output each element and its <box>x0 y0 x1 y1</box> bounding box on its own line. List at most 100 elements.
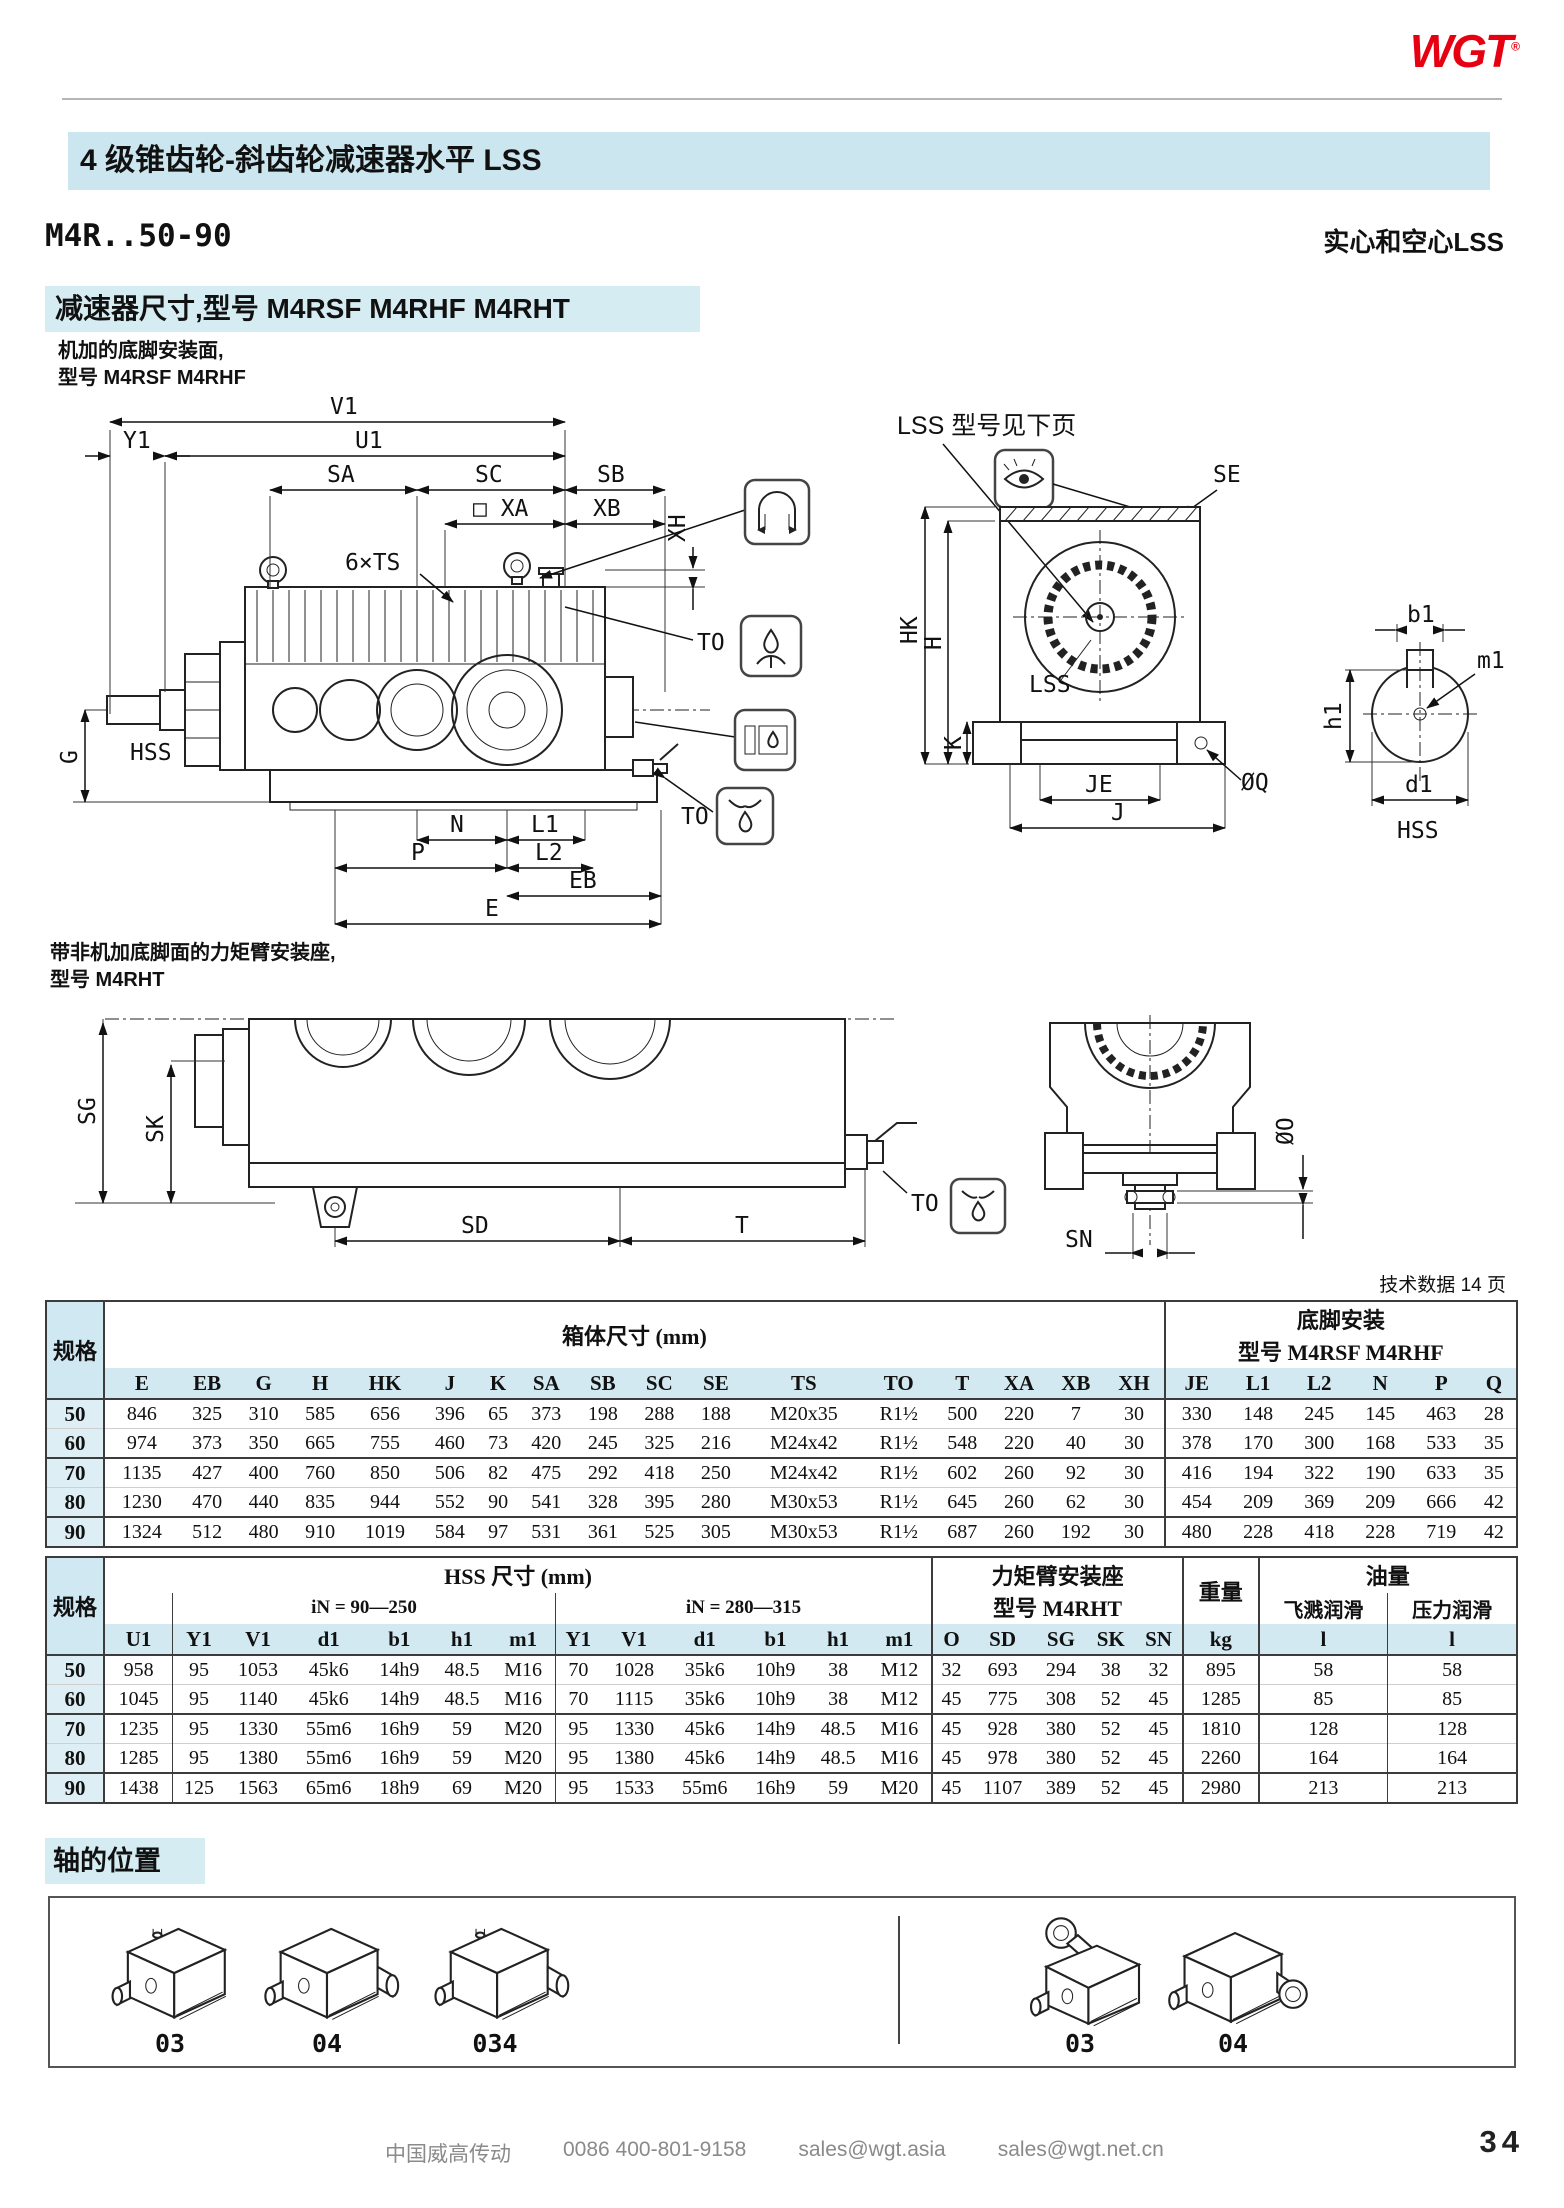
side-view <box>100 552 710 811</box>
column-header: E <box>104 1368 179 1399</box>
dim-label-SN: SN <box>1065 1227 1093 1253</box>
value-cell: 463 <box>1426 1402 1457 1425</box>
value-cell: 260 <box>1004 1520 1035 1543</box>
value-cell: R1½ <box>879 1461 918 1484</box>
value-cell: 835 <box>305 1490 336 1513</box>
shaft-position-divider <box>898 1916 900 2044</box>
column-header: Y1 <box>172 1624 225 1655</box>
value-cell: 693 <box>987 1658 1018 1681</box>
value-cell: 294 <box>1045 1658 1076 1681</box>
value-cell: 40 <box>1065 1431 1086 1454</box>
column-header: HK <box>348 1368 422 1399</box>
value-cell: 14h9 <box>755 1746 796 1769</box>
value-cell: 418 <box>1304 1520 1335 1543</box>
group-foot-mounting: 底脚安装 型号 M4RSF M4RHF <box>1163 1301 1517 1368</box>
dim-label-SK: SK <box>143 1115 169 1143</box>
value-cell: 52 <box>1100 1717 1121 1740</box>
value-cell: 52 <box>1100 1746 1121 1769</box>
value-cell: 470 <box>192 1490 223 1513</box>
value-cell: 95 <box>554 1773 601 1803</box>
spec-cell: 90 <box>46 1517 105 1547</box>
value-cell: 974 <box>126 1431 157 1454</box>
value-cell: M12 <box>880 1658 919 1681</box>
column-header: m1 <box>491 1624 556 1655</box>
input-shaft-stub <box>264 1979 284 2007</box>
column-header: L2 <box>1288 1368 1350 1399</box>
value-cell: R1½ <box>879 1520 918 1543</box>
value-cell: 533 <box>1426 1431 1457 1454</box>
drawing-m4rsf-m4rhf: V1 U1 Y1 SA SC SB □ XA XB XH 6×TS HSS G <box>57 394 1505 929</box>
value-cell: 1115 <box>614 1687 654 1710</box>
value-cell: 32 <box>931 1655 970 1685</box>
value-cell: 16h9 <box>379 1717 420 1740</box>
value-cell: 440 <box>248 1490 279 1513</box>
value-cell: 95 <box>554 1743 601 1773</box>
value-cell: 1053 <box>238 1658 279 1681</box>
breather-symbol-box: TO <box>564 606 803 678</box>
value-cell: 531 <box>531 1520 562 1543</box>
value-cell: 775 <box>987 1687 1018 1710</box>
value-cell: 65 <box>488 1402 509 1425</box>
clamp-symbol-box <box>539 478 811 579</box>
column-header: SA <box>518 1368 575 1399</box>
value-cell: M24x42 <box>769 1461 838 1484</box>
value-cell: 1285 <box>118 1746 159 1769</box>
value-cell: 245 <box>1304 1402 1335 1425</box>
value-cell: R1½ <box>879 1402 918 1425</box>
value-cell: 395 <box>644 1490 675 1513</box>
value-cell: 58 <box>1387 1655 1517 1685</box>
shaft-position-diagram-hollow-03 <box>1029 1917 1142 2027</box>
spec-header: 规格 <box>46 1301 105 1399</box>
value-cell: 378 <box>1163 1428 1228 1458</box>
column-header: SG <box>1035 1624 1087 1655</box>
value-cell: 978 <box>987 1746 1018 1769</box>
spec-cell: 80 <box>46 1487 105 1517</box>
dim-label-P: P <box>411 840 425 866</box>
value-cell: 95 <box>172 1684 225 1714</box>
value-cell: 7 <box>1070 1402 1081 1425</box>
shaft-position-box <box>48 1896 1516 2068</box>
value-cell: 35 <box>1483 1431 1504 1454</box>
value-cell: 633 <box>1426 1461 1457 1484</box>
value-cell: 10h9 <box>755 1658 796 1681</box>
value-cell: 194 <box>1243 1461 1274 1484</box>
column-header: EB <box>178 1368 236 1399</box>
column-header: Q <box>1471 1368 1517 1399</box>
value-cell: 418 <box>644 1461 675 1484</box>
output-shaft-stub <box>546 1964 570 1999</box>
column-header: V1 <box>600 1624 668 1655</box>
value-cell: M20 <box>504 1717 543 1740</box>
dim-label-TO-bottom: TO <box>681 804 709 830</box>
value-cell: 73 <box>488 1431 509 1454</box>
value-cell: 584 <box>434 1520 465 1543</box>
value-cell: 48.5 <box>820 1746 856 1769</box>
value-cell: 373 <box>531 1402 562 1425</box>
value-cell: 1533 <box>614 1776 655 1799</box>
wgt-logo: WGT® <box>1410 24 1520 78</box>
value-cell: 48.5 <box>444 1687 480 1710</box>
value-cell: 164 <box>1387 1743 1517 1773</box>
value-cell: 148 <box>1243 1402 1274 1425</box>
value-cell: 18h9 <box>379 1776 420 1799</box>
shaft-position-04: 04 <box>252 1912 402 2058</box>
column-header: XA <box>990 1368 1048 1399</box>
column-header: b1 <box>742 1624 809 1655</box>
value-cell: 70 <box>554 1684 601 1714</box>
value-cell: 145 <box>1365 1402 1396 1425</box>
dim-label-SB: SB <box>597 462 625 488</box>
dim-label-OQ: ØQ <box>1241 770 1269 796</box>
value-cell: 666 <box>1426 1490 1457 1513</box>
value-cell: 300 <box>1304 1431 1335 1454</box>
value-cell: 380 <box>1045 1717 1076 1740</box>
value-cell: 58 <box>1257 1655 1388 1685</box>
output-shaft-stub <box>376 1964 400 1999</box>
footer-company: 中国威高传动 <box>385 2143 511 2166</box>
value-cell: 45 <box>931 1773 970 1803</box>
column-header: d1 <box>667 1624 743 1655</box>
drain-valve <box>632 743 679 777</box>
group-hss-dimensions: HSS 尺寸 (mm) <box>444 1564 593 1590</box>
value-cell: 541 <box>531 1490 562 1513</box>
